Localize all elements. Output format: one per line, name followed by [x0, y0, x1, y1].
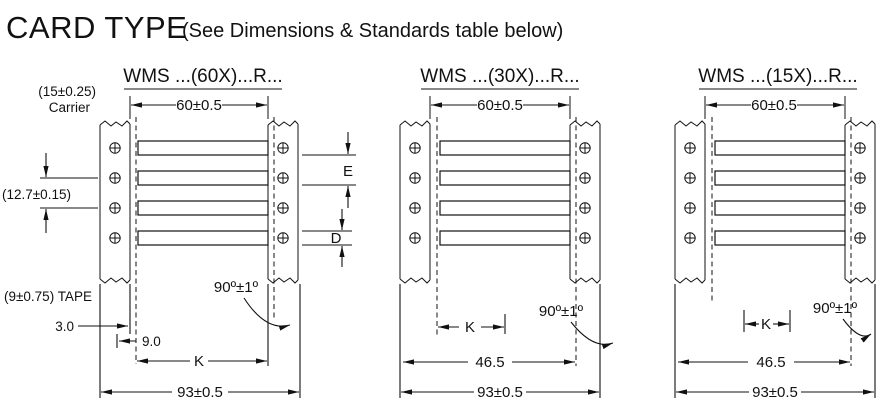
dim-9-text: 9.0: [142, 334, 161, 349]
angle-leader-arrow: [243, 297, 291, 331]
dim-60-text: 60±0.5: [176, 97, 222, 114]
card-rows: [137, 140, 269, 246]
dimension-46: 46.5: [403, 354, 575, 371]
dimension-pitch: (12.7±0.15): [2, 153, 98, 233]
dim-60-text: 60±0.5: [751, 97, 797, 114]
angle-leader-arrow: [570, 321, 614, 350]
angle-text: 90º±1º: [214, 279, 259, 296]
dim-k-text: K: [465, 319, 475, 336]
diagram-15x: WMS ...(15X)...R... 60±0.5 K 90º±1º: [674, 66, 876, 401]
dim-k-text: K: [194, 353, 204, 370]
dim-93-text: 93±0.5: [477, 384, 523, 401]
pitch-dim-text: (12.7±0.15): [2, 187, 71, 202]
dimension-k: K: [438, 314, 506, 336]
page-title: CARD TYPE: [6, 10, 187, 45]
dim-k-text: K: [761, 316, 771, 333]
dim-3-text: 3.0: [55, 319, 74, 334]
dimension-93: 93±0.5: [674, 284, 876, 401]
dimension-46: 46.5: [678, 354, 850, 371]
angle-text: 90º±1º: [539, 303, 584, 320]
dimension-93: 93±0.5: [99, 284, 301, 401]
carrier-dim-text: (15±0.25): [38, 84, 96, 99]
angle-leader-arrow: [842, 318, 872, 343]
dim-93-text: 93±0.5: [177, 384, 223, 401]
diagram-60x-label: WMS ...(60X)...R...: [123, 66, 282, 87]
page-subtitle: (See Dimensions & Standards table below): [182, 20, 563, 42]
angle-callout: 90º±1º: [539, 303, 614, 350]
dim-e-text: E: [343, 163, 353, 180]
diagram-30x: WMS ...(30X)...R... 60±0.5 K 90º±1º: [399, 66, 614, 401]
dimension-60: 60±0.5: [429, 96, 571, 119]
tape-callout: (9±0.75) TAPE 3.0 9.0: [4, 284, 161, 349]
dim-46-text: 46.5: [756, 354, 785, 371]
dim-93-text: 93±0.5: [752, 384, 798, 401]
dimension-e: E: [302, 132, 356, 208]
diagram-60x: WMS ...(60X)...R... 60±0.5 (15±0.25) Car…: [2, 66, 356, 401]
angle-callout: 90º±1º: [214, 279, 291, 331]
carrier-strip-right: [268, 121, 298, 283]
dim-46-text: 46.5: [475, 354, 504, 371]
carrier-word-text: Carrier: [49, 100, 91, 115]
dim-d-text: D: [331, 230, 342, 247]
carrier-strip-left: [100, 121, 130, 283]
dimension-60: 60±0.5: [704, 96, 846, 119]
carrier-strip-left: [400, 121, 430, 283]
diagram-30x-label: WMS ...(30X)...R...: [420, 66, 579, 87]
carrier-strip-right: [845, 121, 875, 283]
header: CARD TYPE (See Dimensions & Standards ta…: [6, 10, 563, 45]
card-rows: [714, 140, 846, 246]
angle-callout: 90º±1º: [813, 300, 872, 343]
dimension-k: K: [137, 284, 269, 370]
carrier-callout: (15±0.25) Carrier: [38, 84, 96, 115]
dim-60-text: 60±0.5: [477, 97, 523, 114]
dimension-d: D: [302, 209, 352, 267]
tape-label-text: (9±0.75) TAPE: [4, 289, 92, 304]
diagram-15x-label: WMS ...(15X)...R...: [698, 66, 857, 87]
card-rows: [439, 140, 571, 246]
dimension-93: 93±0.5: [399, 284, 601, 401]
carrier-strip-right: [570, 121, 600, 283]
dimension-60: 60±0.5: [129, 96, 269, 119]
dimension-k: K: [743, 310, 791, 333]
carrier-strip-left: [675, 121, 705, 283]
angle-text: 90º±1º: [813, 300, 858, 317]
